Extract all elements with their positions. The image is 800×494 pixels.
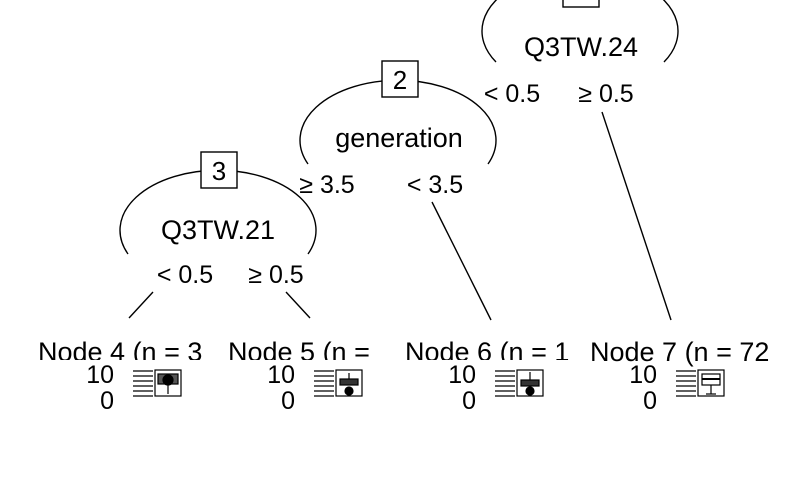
terminal-6-outliers	[525, 386, 535, 396]
edge-2-6	[431, 201, 492, 321]
node-1-edge-right-label: ≥ 0.5	[578, 80, 633, 108]
node-3-id: 3	[212, 156, 226, 186]
node-1-variable: Q3TW.24	[524, 32, 638, 62]
terminal-7-ymax: 10	[629, 361, 657, 389]
terminal-4-boxplot	[133, 369, 182, 397]
terminal-4-ymax: 10	[86, 361, 114, 389]
terminal-4-outliers	[162, 374, 174, 386]
node-1-arc	[481, 0, 679, 63]
node-2-id: 2	[393, 65, 407, 95]
terminal-4-ticks	[133, 370, 153, 397]
terminal-axis-labels: 10 0 10 0 10 0 10 0	[86, 361, 657, 415]
terminal-boxplots	[133, 369, 725, 397]
node-1-id-box	[562, 0, 600, 8]
terminal-6-ticks	[495, 370, 515, 397]
node-2-edge-right-label: < 3.5	[407, 171, 463, 199]
terminal-5-ticks	[314, 370, 334, 397]
node-3-variable: Q3TW.21	[161, 215, 275, 245]
node-3-edge-left-label: < 0.5	[157, 261, 213, 289]
inner-node-2: 2 generation ≥ 3.5 < 3.5	[299, 60, 497, 199]
terminal-5-outliers	[344, 386, 354, 396]
terminal-node-6-title: Node 6 (n = 1	[405, 337, 569, 367]
terminal-6-boxplot	[495, 369, 544, 397]
terminal-7-box-frame	[697, 369, 725, 397]
terminal-6-ymin: 0	[462, 387, 476, 415]
terminal-5-ymin: 0	[281, 387, 295, 415]
terminal-4-box-frame	[154, 369, 182, 397]
terminal-6-ymax: 10	[448, 361, 476, 389]
inner-node-3: 3 Q3TW.21 < 0.5 ≥ 0.5	[119, 151, 317, 289]
terminal-5-ymax: 10	[267, 361, 295, 389]
terminal-7-boxplot	[676, 369, 725, 397]
tree-edges	[128, 111, 672, 321]
terminal-5-box-frame	[335, 369, 363, 397]
node-1-edge-left-label: < 0.5	[484, 80, 540, 108]
terminal-7-ymin: 0	[643, 387, 657, 415]
edge-3-5	[285, 291, 311, 319]
node-3-id-box	[200, 151, 238, 189]
edge-1-7	[601, 111, 672, 321]
node-2-edge-left-label: ≥ 3.5	[299, 171, 354, 199]
terminal-node-4-title: Node 4 (n = 3	[38, 337, 202, 367]
node-2-id-box	[381, 60, 419, 98]
terminal-node-7-title: Node 7 (n = 72	[590, 337, 769, 367]
terminal-5-boxplot	[314, 369, 363, 397]
node-3-edge-right-label: ≥ 0.5	[248, 261, 303, 289]
terminal-7-ticks	[676, 370, 696, 397]
terminal-5-box	[339, 378, 359, 386]
terminal-6-box	[520, 379, 540, 387]
terminal-6-box-frame	[516, 369, 544, 397]
terminal-node-5-title: Node 5 (n =	[228, 337, 370, 367]
edge-3-4	[128, 291, 154, 319]
inner-node-1: Q3TW.24 < 0.5 ≥ 0.5	[481, 0, 679, 108]
node-2-variable: generation	[335, 123, 463, 153]
terminal-4-ymin: 0	[100, 387, 114, 415]
